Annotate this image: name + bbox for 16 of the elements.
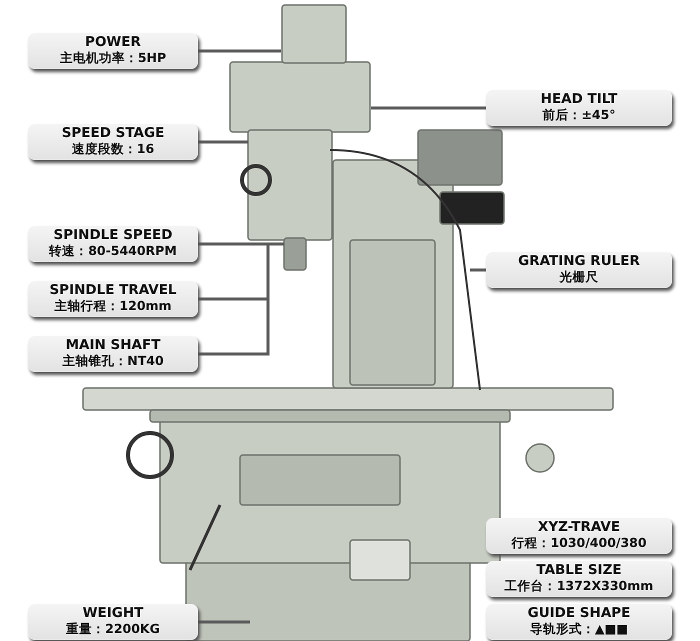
spec-label-box: HEAD TILT 前后：±45° — [486, 90, 672, 126]
spec-label-box: GUIDE SHAPE 导轨形式：▲■■ — [486, 604, 672, 640]
spec-label-box: MAIN SHAFT 主轴锥孔：NT40 — [28, 336, 198, 372]
spec-label-box: TABLE SIZE 工作台：1372X330mm — [486, 561, 672, 597]
spec-label-box: WEIGHT 重量：2200KG — [28, 604, 198, 640]
spec-label-box: SPINDLE SPEED 转速：80-5440RPM — [28, 226, 198, 262]
leader-line — [371, 106, 486, 110]
leader-line — [470, 268, 486, 272]
spec-label-box: POWER 主电机功率：5HP — [28, 33, 198, 69]
spec-label-box: SPEED STAGE 速度段数：16 — [28, 124, 198, 160]
spec-label-box: GRATING RULER 光栅尺 — [486, 252, 672, 288]
spec-label-box: SPINDLE TRAVEL 主轴行程：120mm — [28, 281, 198, 317]
leader-line — [198, 620, 250, 624]
leader-line — [198, 50, 281, 52]
leader-line — [198, 140, 248, 144]
spec-label-box: XYZ-TRAVE 行程：1030/400/380 — [486, 518, 672, 554]
